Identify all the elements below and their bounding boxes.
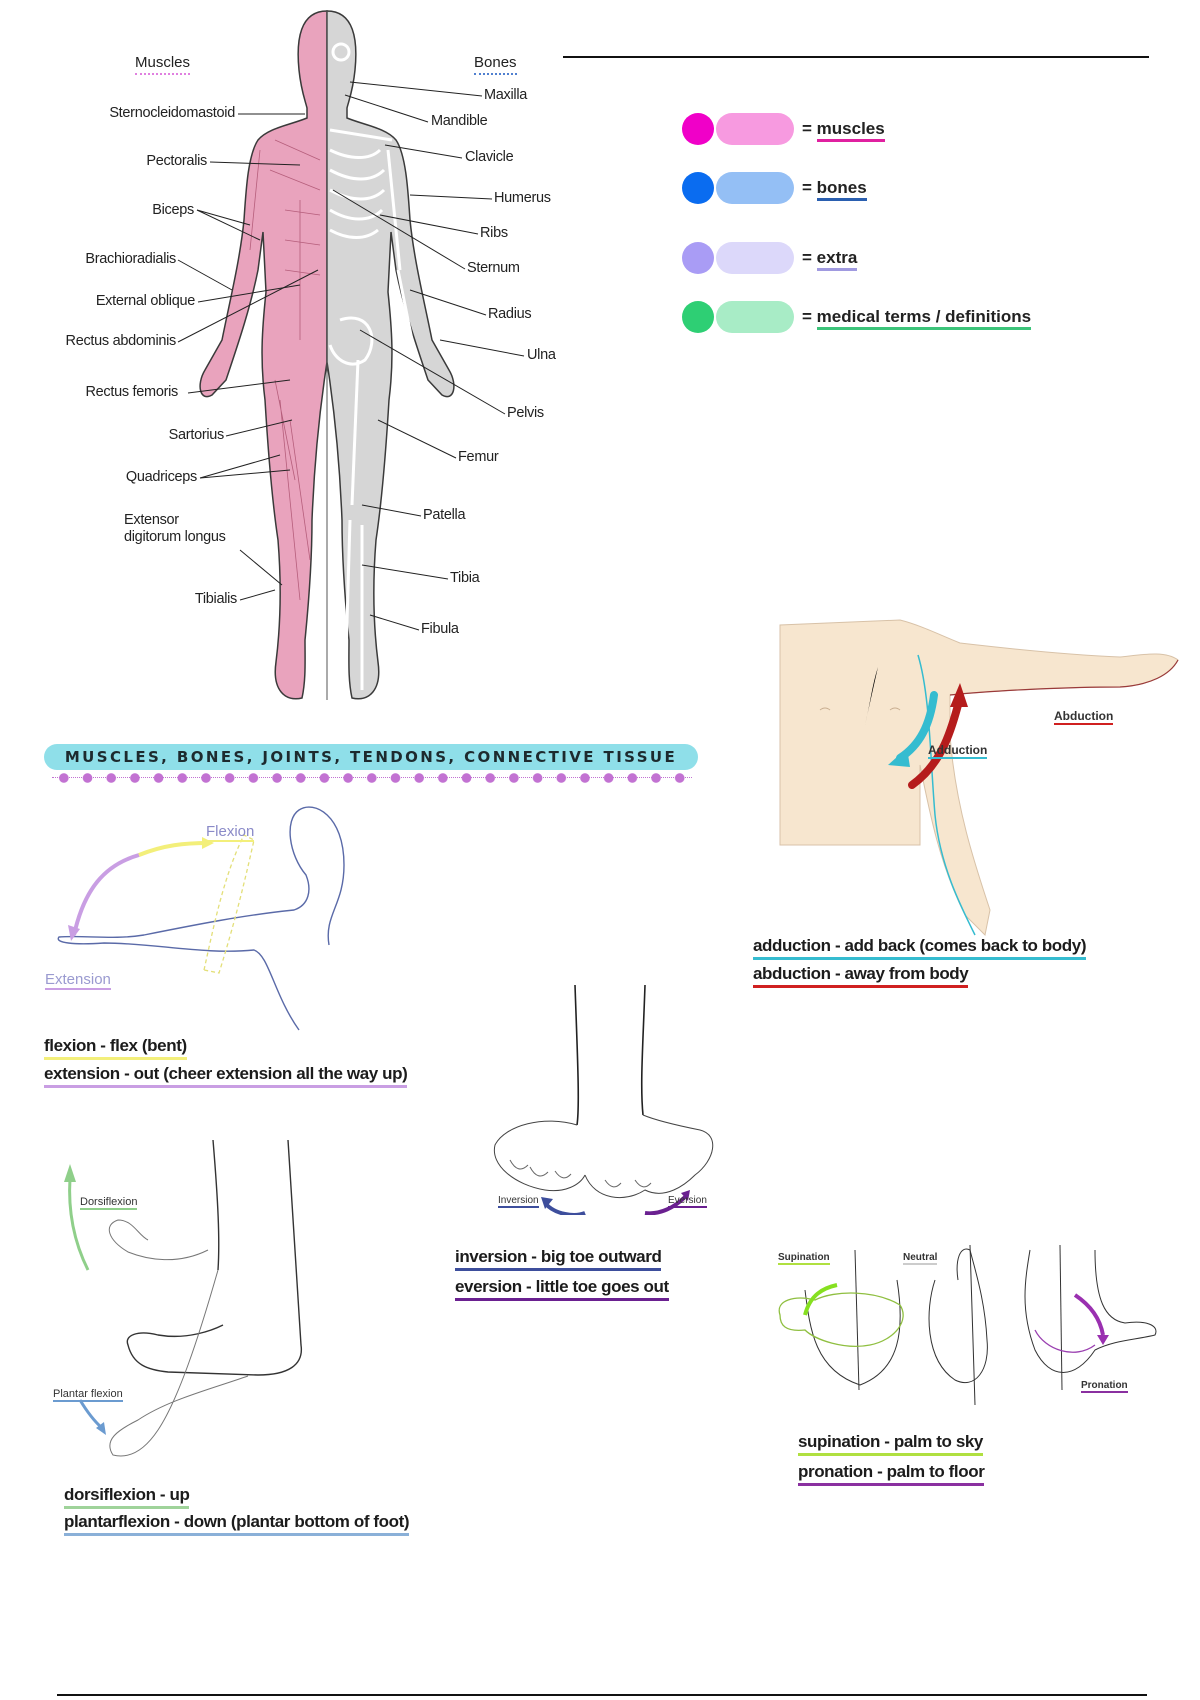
dorsiflexion-diagram: Dorsiflexion Plantar flexion — [48, 1139, 328, 1480]
legend-row-muscles: = muscles — [682, 113, 885, 145]
muscle-label: Extensor — [124, 512, 179, 528]
legend-label-extra: extra — [816, 248, 858, 271]
bone-label: Femur — [458, 449, 499, 465]
bone-label: Pelvis — [507, 405, 544, 421]
muscle-label: Brachioradialis — [85, 251, 176, 267]
extension-note: extension - out (cheer extension all the… — [44, 1064, 408, 1088]
legend-equals: = — [802, 307, 817, 326]
medical-dot-swatch — [682, 301, 714, 333]
flexion-note: flexion - flex (bent) — [44, 1036, 187, 1060]
muscles-header: Muscles — [135, 54, 191, 75]
bones-pill-swatch — [716, 172, 794, 204]
inversion-note: inversion - big toe outward — [455, 1247, 662, 1271]
muscle-label: Tibialis — [194, 591, 237, 607]
muscle-label: Rectus femoris — [85, 384, 179, 400]
bone-label: Radius — [488, 306, 532, 322]
bone-label: Tibia — [450, 570, 480, 586]
banner-dotted-divider — [52, 772, 692, 784]
muscle-label: Pectoralis — [146, 153, 207, 169]
adduction-note: adduction - add back (comes back to body… — [753, 936, 1087, 960]
bone-label: Sternum — [467, 260, 520, 276]
abduction-diagram-label: Abduction — [1054, 709, 1114, 725]
feet-front-illustration — [493, 984, 714, 1217]
legend-label-muscles: muscles — [816, 119, 885, 142]
bone-label: Humerus — [494, 190, 551, 206]
foot-side-illustration — [64, 1139, 303, 1457]
muscle-label: Sartorius — [168, 427, 225, 443]
medical-pill-swatch — [716, 301, 794, 333]
legend-equals: = — [802, 248, 817, 267]
pronation-note: pronation - palm to floor — [798, 1462, 985, 1486]
hands-illustration — [778, 1244, 1157, 1406]
bottom-divider — [57, 1694, 1147, 1696]
flexion-diagram: Flexion Extension — [44, 795, 404, 1035]
bone-label: Mandible — [431, 113, 488, 129]
legend-row-bones: = bones — [682, 172, 867, 204]
bone-label: Clavicle — [465, 149, 514, 165]
legend-label-medical-terms: medical terms / definitions — [816, 307, 1032, 330]
legend-label-bones: bones — [816, 178, 867, 201]
inversion-diagram: Inversion Eversion — [485, 984, 725, 1217]
legend-row-medical-terms: = medical terms / definitions — [682, 301, 1032, 333]
legend-row-extra: = extra — [682, 242, 858, 274]
section-banner: MUSCLES, BONES, JOINTS, TENDONS, CONNECT… — [44, 744, 698, 770]
bone-label: Ribs — [480, 225, 508, 241]
abduction-diagram: Abduction Adduction — [770, 615, 1190, 945]
dorsiflexion-note: dorsiflexion - up — [64, 1485, 190, 1509]
bone-label: Maxilla — [484, 87, 528, 103]
abduction-note: abduction - away from body — [753, 964, 969, 988]
torso-arm-illustration — [779, 619, 1179, 937]
extra-dot-swatch — [682, 242, 714, 274]
legend-equals: = — [802, 178, 817, 197]
muscles-pill-swatch — [716, 113, 794, 145]
arm-flexion-illustration — [57, 806, 345, 1031]
muscle-label: Quadriceps — [125, 469, 197, 485]
neutral-diagram-label: Neutral — [903, 1252, 938, 1265]
bone-label: Fibula — [421, 621, 459, 637]
inversion-diagram-label: Inversion — [498, 1195, 539, 1208]
adduction-diagram-label: Adduction — [928, 743, 988, 759]
flexion-diagram-label: Flexion — [206, 823, 255, 842]
eversion-note: eversion - little toe goes out — [455, 1277, 669, 1301]
supination-diagram: Supination Neutral Pronation — [775, 1240, 1175, 1410]
body-illustration — [177, 10, 525, 700]
supination-note: supination - palm to sky — [798, 1432, 983, 1456]
eversion-diagram-label: Eversion — [668, 1195, 707, 1208]
muscle-label: Rectus abdominis — [65, 333, 177, 349]
top-divider — [563, 56, 1149, 58]
bones-dot-swatch — [682, 172, 714, 204]
anatomy-figure: Muscles Bones Sternocleidomastoid Pector… — [0, 0, 600, 720]
muscle-label: Biceps — [152, 202, 194, 218]
supination-diagram-label: Supination — [778, 1252, 830, 1265]
extra-pill-swatch — [716, 242, 794, 274]
bone-label: Ulna — [527, 347, 556, 363]
extension-diagram-label: Extension — [45, 971, 111, 990]
plantarflexion-note: plantarflexion - down (plantar bottom of… — [64, 1512, 410, 1536]
pronation-diagram-label: Pronation — [1081, 1380, 1128, 1393]
plantar-flexion-diagram-label: Plantar flexion — [53, 1388, 123, 1402]
muscle-label: digitorum longus — [124, 529, 226, 545]
legend-equals: = — [802, 119, 817, 138]
dorsiflexion-diagram-label: Dorsiflexion — [80, 1196, 138, 1210]
muscle-label: Sternocleidomastoid — [109, 105, 235, 121]
bones-header: Bones — [474, 54, 517, 75]
muscles-dot-swatch — [682, 113, 714, 145]
bone-label: Patella — [423, 507, 466, 523]
muscle-label: External oblique — [95, 293, 195, 309]
